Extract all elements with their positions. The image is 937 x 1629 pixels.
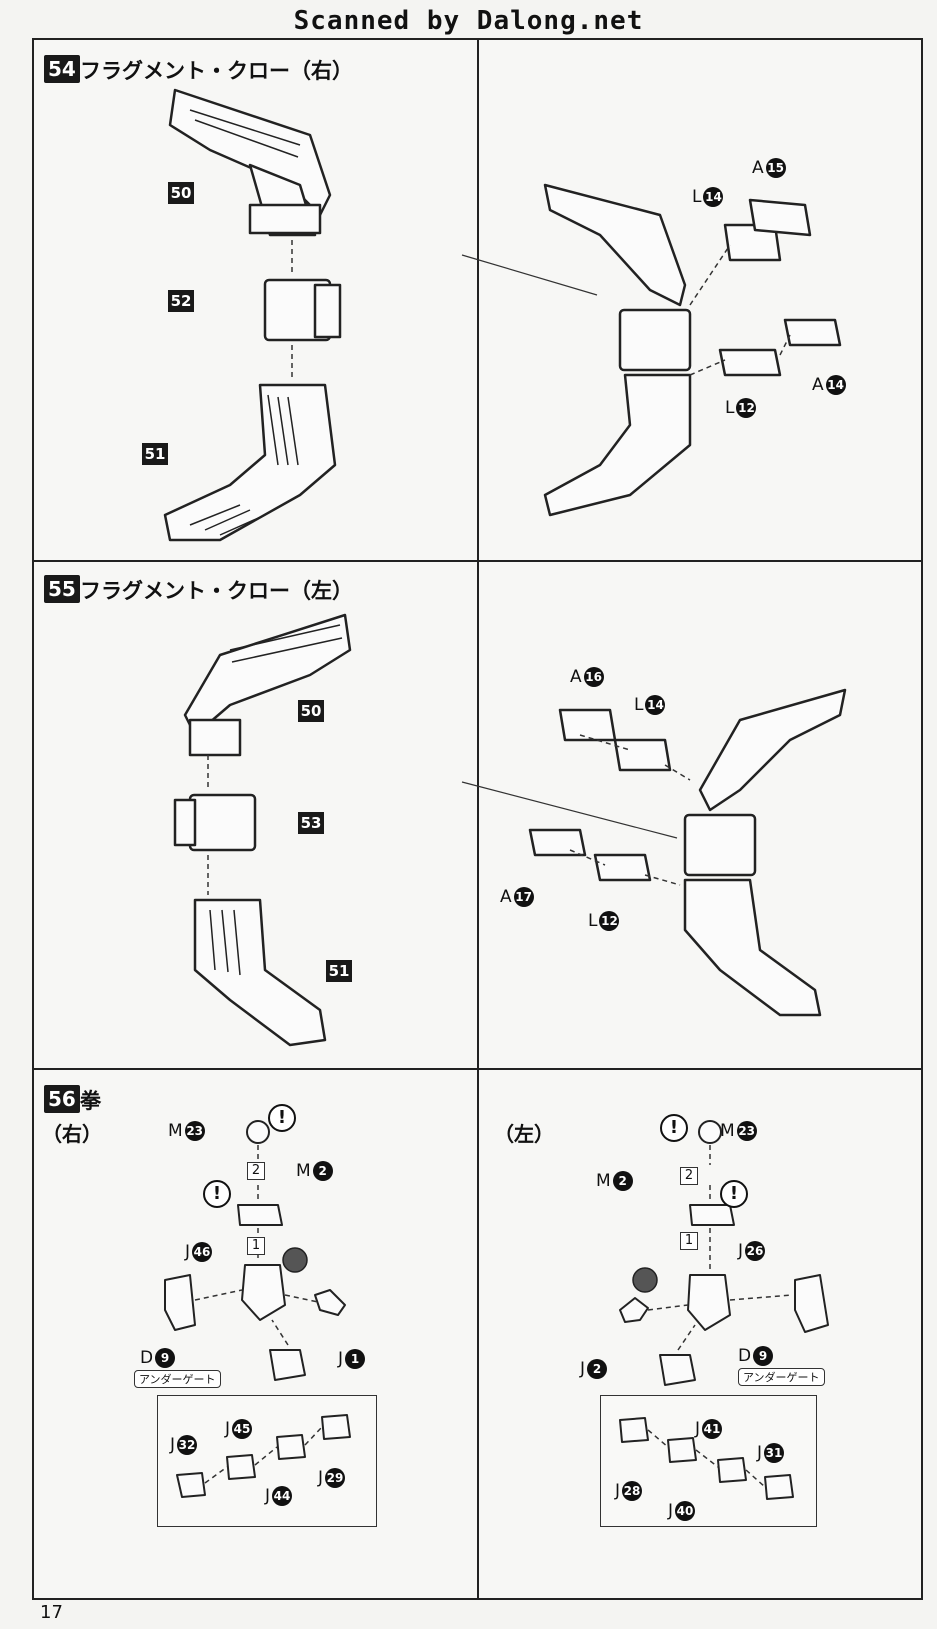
step-number-55: 55 <box>44 575 80 603</box>
fist-left-label: （左） <box>494 1122 554 1146</box>
under-gate-note: アンダーゲート <box>134 1370 221 1388</box>
fist-right-illustration <box>164 1120 346 1381</box>
fist-left-finger-detail <box>600 1395 817 1527</box>
part-tag-51-left: 51 <box>326 960 352 982</box>
part-tag-53: 53 <box>298 812 324 834</box>
part-tag-51: 51 <box>142 443 168 465</box>
claw-right-exploded-illustration <box>163 88 342 542</box>
order-mark-2: 2 <box>680 1167 698 1185</box>
warning-icon: ! <box>203 1180 231 1208</box>
detail-pointer-lines-55 <box>461 781 678 839</box>
part-tag-52: 52 <box>168 290 194 312</box>
claw-left-assembled-illustration <box>528 688 847 1017</box>
order-mark-2: 2 <box>247 1162 265 1180</box>
detail-pointer-lines-54 <box>461 254 598 296</box>
part-tag-50-left: 50 <box>298 700 324 722</box>
fist-left-finger-illustration <box>619 1417 794 1500</box>
column-divider <box>477 38 479 1600</box>
warning-icon: ! <box>660 1114 688 1142</box>
claw-right-assembled-illustration <box>543 183 842 517</box>
warning-icon: ! <box>268 1104 296 1132</box>
page-number: 17 <box>40 1602 63 1623</box>
fist-left-illustration <box>619 1120 829 1386</box>
fist-right-finger-illustration <box>176 1414 351 1498</box>
step-title-55: フラグメント・クロー（左） <box>80 579 353 603</box>
fist-right-label: （右） <box>42 1122 102 1146</box>
step-title-54: フラグメント・クロー（右） <box>80 59 353 83</box>
order-mark-1: 1 <box>680 1232 698 1250</box>
claw-left-exploded-illustration <box>173 613 352 1047</box>
step-number-54: 54 <box>44 55 80 83</box>
step-number-56: 56 <box>44 1085 80 1113</box>
under-gate-note-left: アンダーゲート <box>738 1368 825 1386</box>
warning-icon: ! <box>720 1180 748 1208</box>
order-mark-1: 1 <box>247 1237 265 1255</box>
scan-credit: Scanned by Dalong.net <box>293 6 644 36</box>
part-tag-50: 50 <box>168 182 194 204</box>
step-title-56: 拳 <box>80 1089 101 1113</box>
